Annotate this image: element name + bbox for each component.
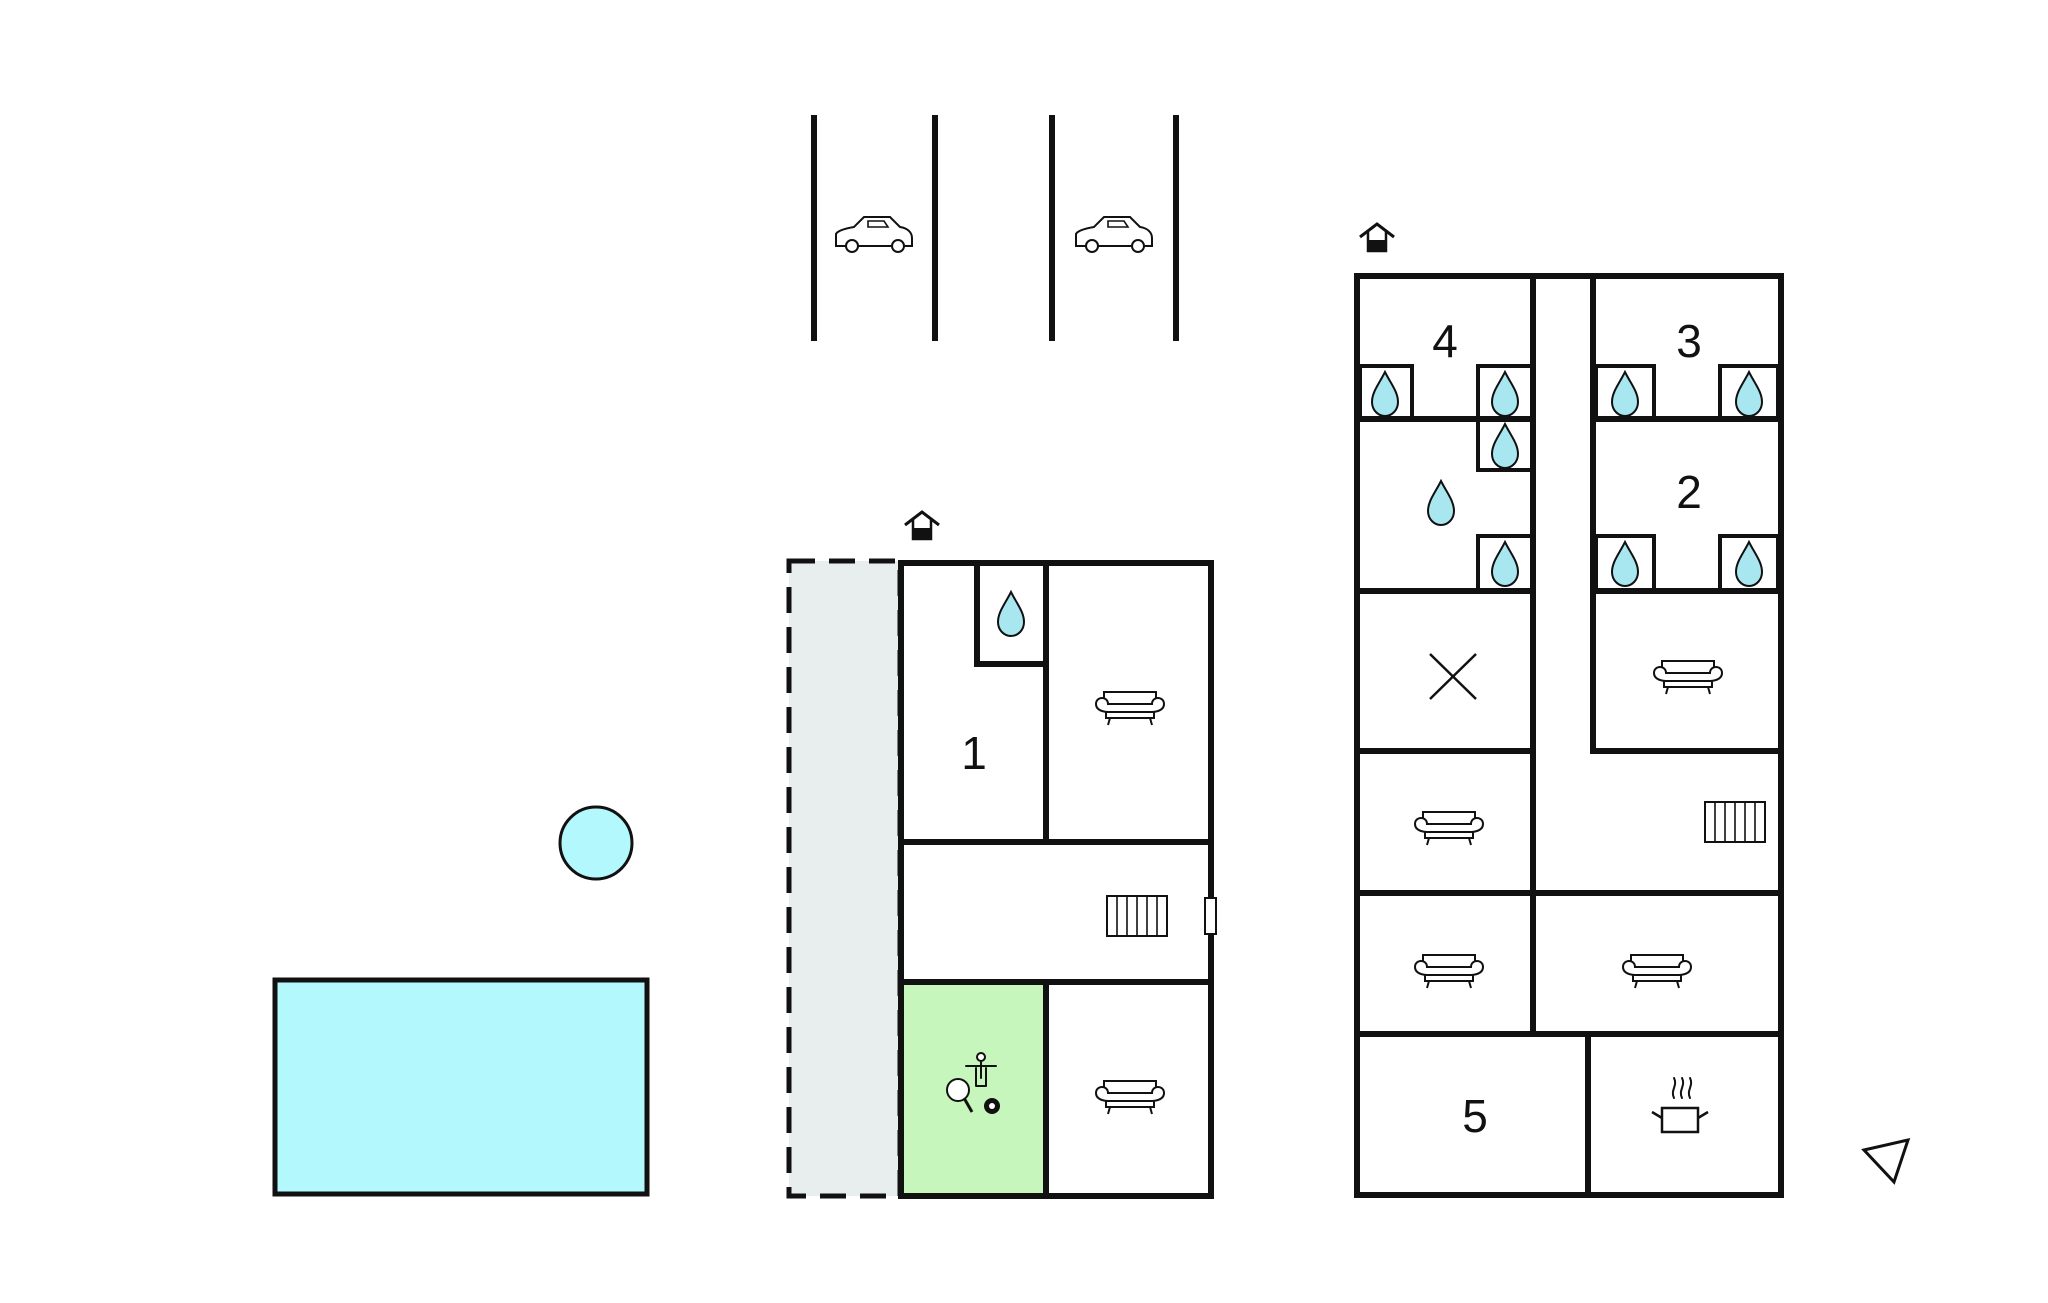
sofa-icon [1622, 954, 1692, 989]
sofa-icon [1414, 954, 1484, 989]
void-cross [1429, 653, 1477, 700]
bathroom [1718, 534, 1780, 593]
parking-area [811, 115, 1179, 341]
bathroom [1594, 534, 1656, 593]
sofa-icon [1095, 1080, 1165, 1115]
radiator-icon [1106, 895, 1168, 937]
cooking-pot-icon [1651, 1077, 1709, 1134]
swimming-pool [272, 977, 650, 1197]
bathroom-wall [974, 560, 1049, 667]
radiator-icon [1704, 801, 1766, 843]
water-drop-icon [1735, 541, 1763, 587]
activity-room [901, 982, 1044, 1194]
bathroom [1476, 534, 1535, 593]
sofa-icon [1653, 660, 1723, 695]
door [1204, 897, 1217, 935]
building-outline [1354, 273, 1784, 1198]
north-arrow-icon [1861, 1137, 1911, 1185]
left-building: 1 [898, 510, 1217, 1199]
water-drop-icon [1735, 371, 1763, 417]
water-drop-icon [1491, 541, 1519, 587]
car-icon [1075, 216, 1153, 253]
entrance-icon [1358, 222, 1396, 253]
water-drop-icon [1371, 371, 1399, 417]
sofa-icon [1414, 811, 1484, 846]
water-drop-icon [997, 591, 1025, 637]
room-label-4: 4 [1432, 315, 1458, 367]
building-outline [898, 560, 1214, 1199]
bathroom [1358, 364, 1414, 421]
terrace [786, 558, 903, 1199]
sofa-icon [1095, 691, 1165, 726]
water-drop-icon [1491, 423, 1519, 469]
water-drop-icon [1611, 541, 1639, 587]
room-label-5: 5 [1462, 1090, 1488, 1142]
water-drop-icon [1491, 371, 1519, 417]
entrance-icon [903, 510, 941, 541]
bathroom [1718, 364, 1780, 421]
water-drop-icon [1611, 371, 1639, 417]
round-pool [558, 805, 634, 881]
room-label-2: 2 [1676, 466, 1702, 518]
car-icon [835, 216, 913, 253]
table-tennis-billiards-icon [946, 1052, 1000, 1114]
room-label-1: 1 [961, 727, 987, 779]
bathroom [1594, 364, 1656, 421]
room-label-3: 3 [1676, 315, 1702, 367]
water-drop-icon [1427, 480, 1455, 526]
right-building: 4 3 2 5 [1354, 222, 1784, 1198]
